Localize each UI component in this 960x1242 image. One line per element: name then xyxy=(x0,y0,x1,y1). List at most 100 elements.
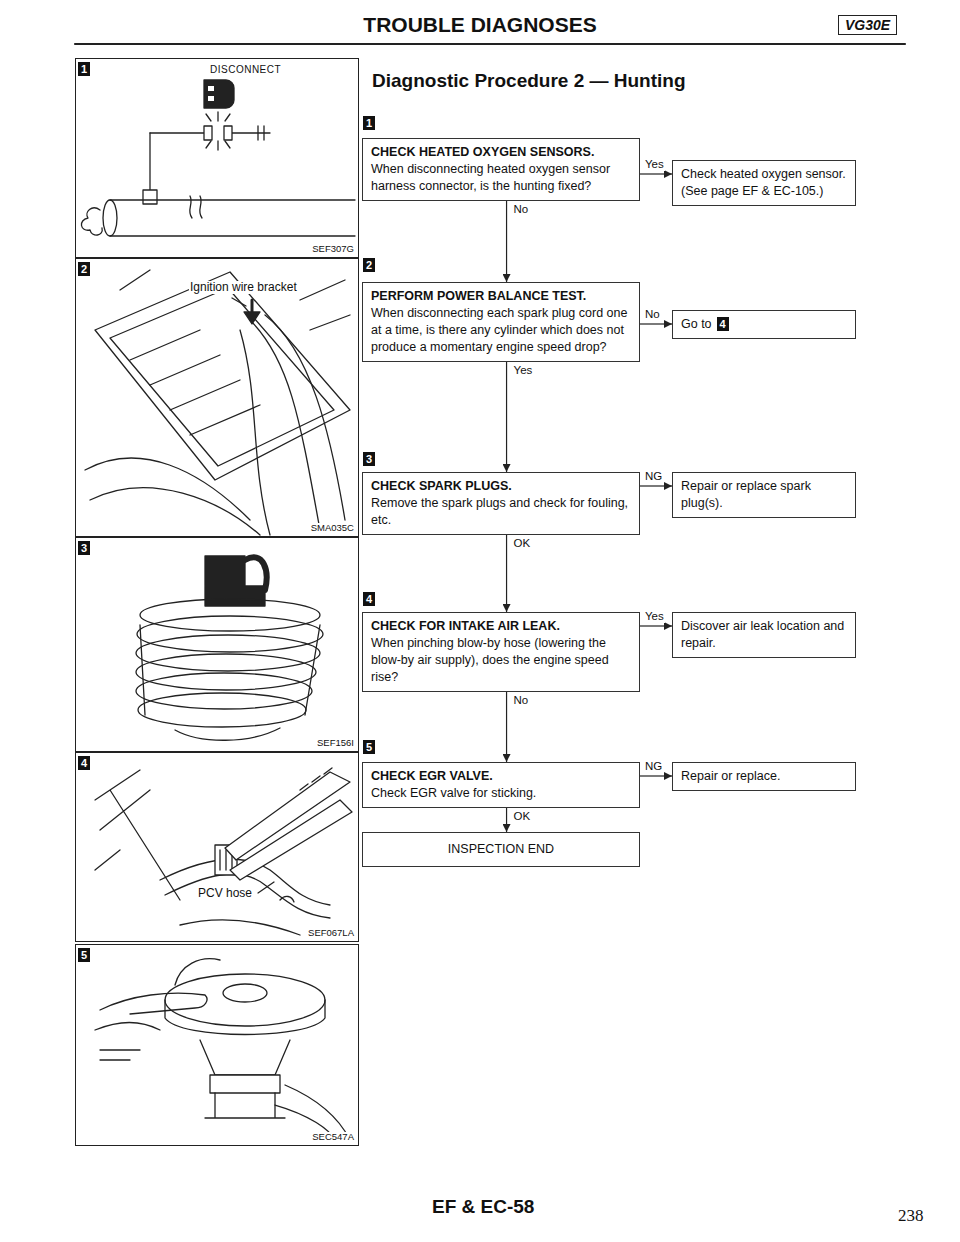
engine-badge: VG30E xyxy=(838,15,897,35)
pcv-hose-drawing-part xyxy=(180,896,300,935)
spark-plug-drawing-part xyxy=(136,654,316,690)
page-code: EF & EC-58 xyxy=(432,1196,534,1218)
oxygen-sensor-drawing-part xyxy=(224,126,232,140)
flow-arrow xyxy=(506,808,507,832)
box-text: Check EGR valve for sticking. xyxy=(371,785,631,802)
engine-top-drawing-part xyxy=(120,270,350,330)
flow-arrow xyxy=(506,692,507,763)
branch-label: Yes xyxy=(644,159,665,171)
spark-plug-drawing xyxy=(136,556,323,740)
step-heading: CHECK SPARK PLUGS. xyxy=(371,478,631,495)
figure-code: SEF067LA xyxy=(307,928,355,938)
flow-arrow xyxy=(640,625,672,626)
oxygen-sensor-drawing-part xyxy=(204,126,212,140)
box-text: VG30E xyxy=(845,17,890,33)
branch-label: OK xyxy=(513,811,532,823)
callout-number: 4 xyxy=(363,592,375,606)
callout-number: 1 xyxy=(363,116,375,130)
flow-arrow xyxy=(640,323,672,324)
flow-arrow xyxy=(640,173,672,174)
callout-number: 2 xyxy=(363,258,375,272)
engine-top-drawing-part xyxy=(95,272,350,480)
egr-valve-drawing-part xyxy=(175,959,220,985)
figure-code: SEF156I xyxy=(316,738,355,748)
box-text: When disconnecting heated oxygen sensor … xyxy=(371,161,631,195)
step-heading: CHECK HEATED OXYGEN SENSORS. xyxy=(371,144,631,161)
header-rule xyxy=(75,43,905,44)
illustration-panel: DISCONNECTSEF307G xyxy=(75,58,359,258)
oxygen-sensor-drawing-part xyxy=(81,208,102,235)
process-box: CHECK SPARK PLUGS.Remove the spark plugs… xyxy=(362,472,640,535)
pcv-hose-drawing-part xyxy=(165,874,330,918)
oxygen-sensor-drawing xyxy=(81,80,355,236)
branch-label: NG xyxy=(644,471,663,483)
callout-number: 4 xyxy=(78,756,90,770)
box-text: INSPECTION END xyxy=(371,841,631,858)
engine-top-drawing-part xyxy=(130,330,260,435)
end-box: INSPECTION END xyxy=(362,832,640,867)
engine-top-drawing-part xyxy=(85,458,260,535)
branch-label: NG xyxy=(644,761,663,773)
callout-number: 1 xyxy=(78,62,90,76)
flow-arrow xyxy=(506,362,507,473)
spark-plug-drawing-part xyxy=(136,673,312,709)
callout-number: 3 xyxy=(363,452,375,466)
flow-arrow xyxy=(506,535,507,612)
figure-code: SEC547A xyxy=(311,1132,355,1142)
spark-plug-drawing-part xyxy=(138,693,306,727)
pcv-hose-drawing-part xyxy=(230,800,352,880)
egr-valve-drawing-part xyxy=(100,1050,140,1060)
egr-valve-drawing xyxy=(95,959,350,1140)
branch-label: No xyxy=(644,309,661,321)
flow-arrow xyxy=(506,201,507,282)
illustration-panel: PCV hoseSEF067LA xyxy=(75,752,359,942)
engine-top-drawing-part xyxy=(244,312,260,324)
process-box: CHECK FOR INTAKE AIR LEAK.When pinching … xyxy=(362,612,640,692)
branch-label: No xyxy=(513,204,530,216)
oxygen-sensor-drawing-part xyxy=(110,200,355,236)
callout-number: 4 xyxy=(717,317,729,331)
oxygen-sensor-drawing-part xyxy=(190,196,202,218)
box-text: Repair or replace spark plug(s). xyxy=(681,478,847,512)
figure-label: Ignition wire bracket xyxy=(189,281,298,294)
page-title: TROUBLE DIAGNOSES xyxy=(0,13,960,37)
egr-valve-drawing-part xyxy=(223,984,267,1002)
oxygen-sensor-drawing-part xyxy=(143,190,157,204)
spark-plug-drawing-part xyxy=(140,625,320,715)
engine-top-drawing-part xyxy=(110,288,334,466)
oxygen-sensor-drawing-part xyxy=(208,86,214,91)
branch-label: OK xyxy=(513,538,532,550)
box-text: Check heated oxygen sensor. (See page EF… xyxy=(681,166,847,200)
jump-box: Go to 4 xyxy=(672,310,856,339)
result-box: Check heated oxygen sensor. (See page EF… xyxy=(672,160,856,206)
callout-number: 3 xyxy=(78,541,90,555)
callout-number: 5 xyxy=(78,948,90,962)
flow-arrow xyxy=(640,775,672,776)
branch-label: Yes xyxy=(644,611,665,623)
spark-plug-drawing-part xyxy=(140,599,320,631)
step-heading: PERFORM POWER BALANCE TEST. xyxy=(371,288,631,305)
oxygen-sensor-drawing-part xyxy=(204,80,234,108)
result-box: Discover air leak location and repair. xyxy=(672,612,856,658)
egr-valve-drawing-part xyxy=(205,1093,285,1118)
box-text: Go to xyxy=(681,317,712,331)
spark-plug-drawing-part xyxy=(245,557,267,590)
engine-top-drawing-part xyxy=(240,315,345,535)
step-heading: CHECK FOR INTAKE AIR LEAK. xyxy=(371,618,631,635)
pcv-hose-drawing-part xyxy=(300,768,332,790)
pcv-hose-drawing xyxy=(95,768,352,935)
box-text: When disconnecting each spark plug cord … xyxy=(371,305,631,356)
figure-label: DISCONNECT xyxy=(209,64,282,75)
egr-valve-drawing-part xyxy=(95,1023,160,1031)
figure-code: SMA035C xyxy=(310,523,355,533)
callout-number: 2 xyxy=(78,262,90,276)
pcv-hose-drawing-part xyxy=(95,770,180,900)
callout-number: 5 xyxy=(363,740,375,754)
oxygen-sensor-drawing-part xyxy=(258,126,264,140)
spark-plug-drawing-part xyxy=(136,635,320,671)
oxygen-sensor-drawing-part xyxy=(149,133,150,190)
engine-top-drawing-part xyxy=(232,298,246,306)
process-box: PERFORM POWER BALANCE TEST.When disconne… xyxy=(362,282,640,362)
